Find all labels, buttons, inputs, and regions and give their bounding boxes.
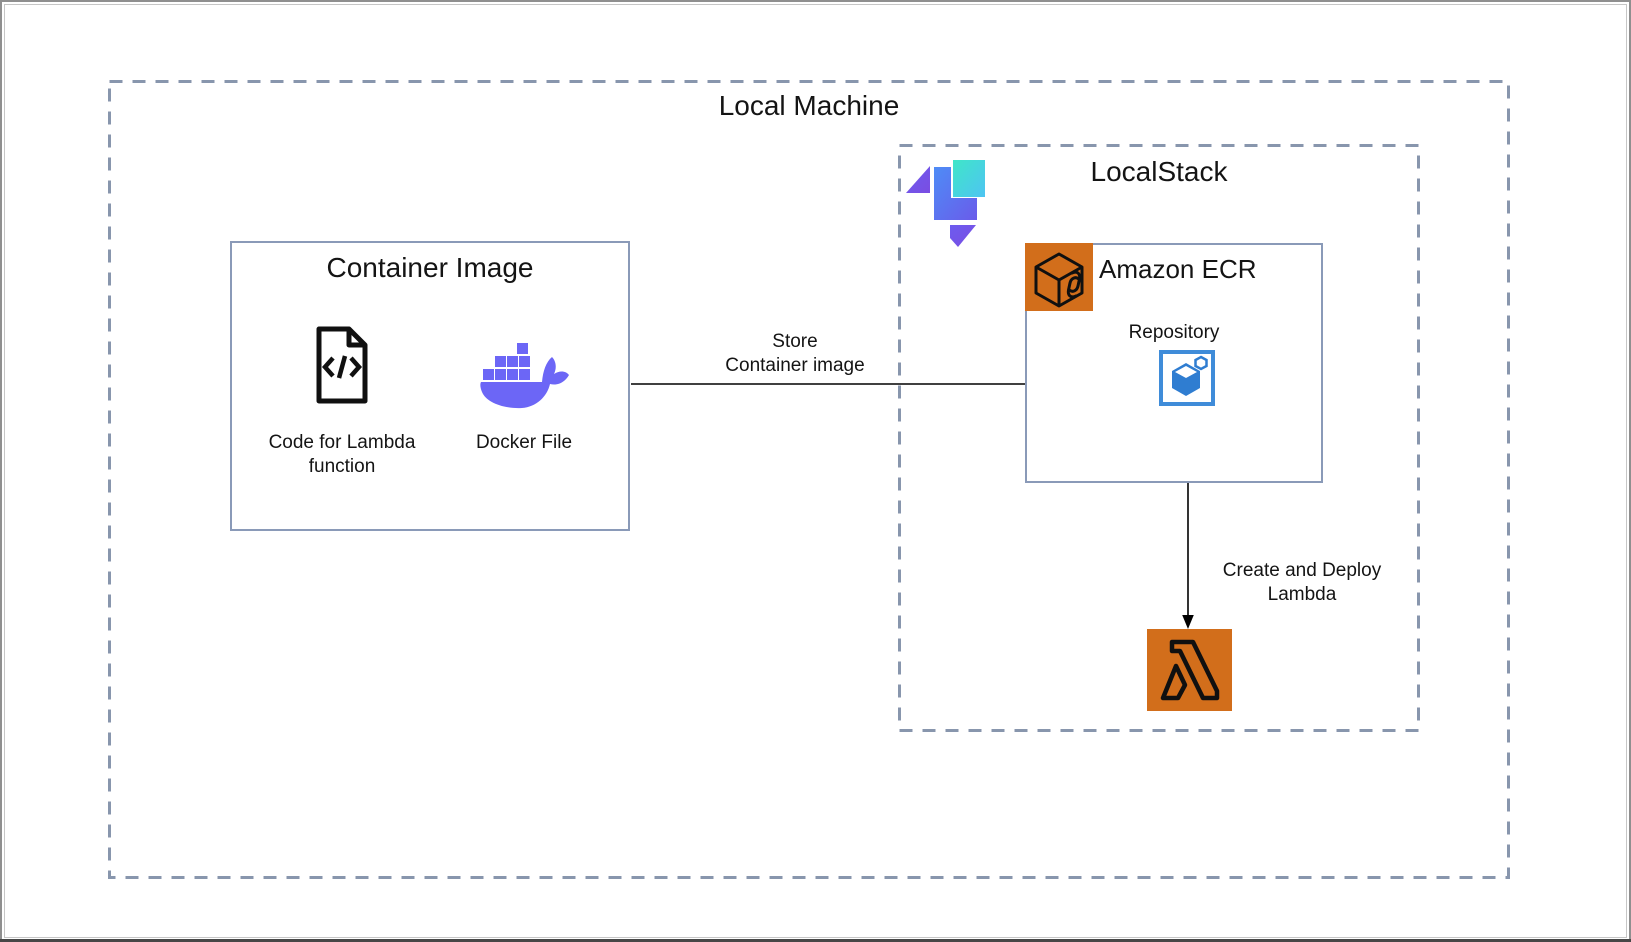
- code-file-label: Code for Lambda function: [268, 432, 416, 477]
- amazon-ecr-node: Amazon ECR Repository: [1025, 243, 1323, 483]
- code-file-icon: [316, 326, 368, 404]
- local-machine-dashed-border: [108, 80, 1510, 879]
- localstack-title: LocalStack: [1090, 156, 1228, 187]
- deploy-arrow-label: Create and Deploy Lambda: [1222, 560, 1382, 605]
- container-image-node: Container Image Code for Lambda function…: [230, 241, 630, 531]
- docker-whale-icon: [480, 343, 569, 409]
- localstack-dashed-border: [898, 144, 1420, 732]
- repository-label: Repository: [1128, 322, 1220, 343]
- window-bottom-edge: [0, 939, 1631, 942]
- ecr-repository-icon: [1159, 350, 1215, 406]
- localstack-logo-icon: [906, 160, 985, 247]
- local-machine-group: Local Machine: [108, 80, 1510, 879]
- amazon-ecr-icon: [1025, 243, 1093, 311]
- local-machine-title: Local Machine: [718, 90, 900, 121]
- store-arrow-label: Store Container image: [725, 331, 865, 376]
- localstack-group: LocalStack: [898, 144, 1420, 732]
- container-image-title: Container Image: [326, 252, 534, 283]
- amazon-ecr-title: Amazon ECR: [1099, 254, 1257, 284]
- docker-file-label: Docker File: [475, 432, 573, 453]
- aws-lambda-icon: [1147, 629, 1232, 711]
